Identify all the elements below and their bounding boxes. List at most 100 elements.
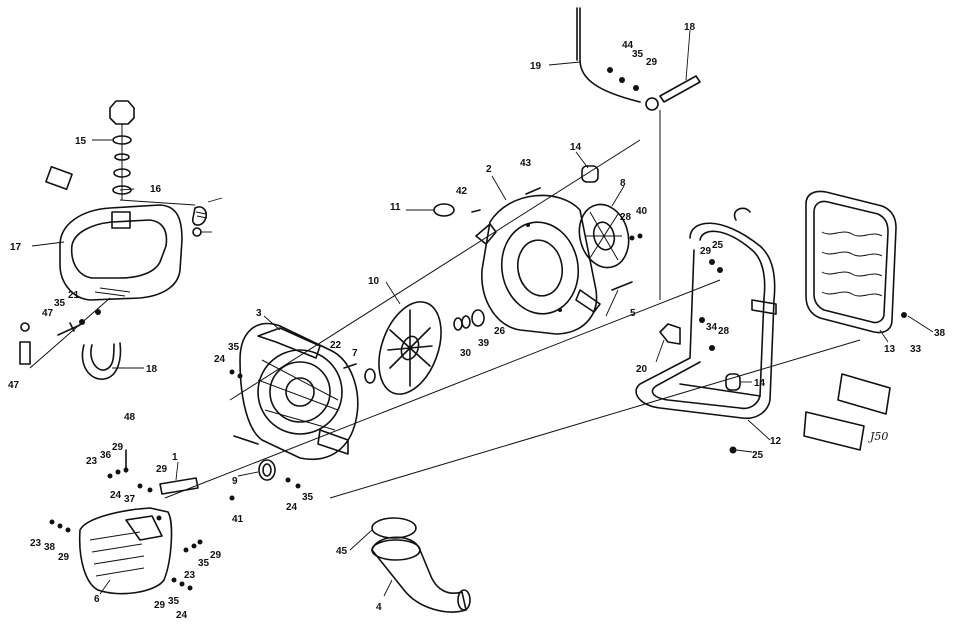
callout: 25 bbox=[712, 240, 724, 251]
callout: 38 bbox=[44, 542, 56, 553]
callout-leaders bbox=[31, 29, 934, 597]
label-a bbox=[837, 373, 891, 415]
callout: 29 bbox=[646, 57, 658, 68]
cap-gasket bbox=[112, 135, 132, 145]
callout: 11 bbox=[390, 202, 401, 213]
spacer-parts bbox=[453, 309, 485, 331]
callout: 29 bbox=[58, 552, 70, 563]
washer-7 bbox=[364, 368, 376, 384]
callout: 8 bbox=[620, 178, 626, 189]
fastener-dots bbox=[49, 369, 301, 591]
callout: 18 bbox=[146, 364, 158, 375]
callout: 14 bbox=[570, 142, 582, 153]
grommet-21 bbox=[659, 323, 681, 345]
callout: 18 bbox=[684, 22, 696, 33]
callout: 45 bbox=[336, 546, 348, 557]
callout: 24 bbox=[286, 502, 298, 513]
callout: 37 bbox=[124, 494, 136, 505]
misc-small-parts bbox=[433, 165, 643, 291]
blower-housing-3 bbox=[233, 322, 359, 460]
callout: 35 bbox=[168, 596, 180, 607]
callout: 40 bbox=[636, 206, 648, 217]
callout: 29 bbox=[700, 246, 712, 257]
callout: 5 bbox=[630, 308, 636, 319]
back-pad-13 bbox=[805, 190, 907, 334]
throttle-lever-19 bbox=[659, 75, 701, 103]
washer-30 bbox=[453, 317, 463, 331]
callout: 29 bbox=[156, 464, 168, 475]
screw-42 bbox=[57, 322, 81, 336]
spacer-36 bbox=[471, 309, 485, 327]
screw-39 bbox=[471, 209, 481, 213]
callout: 9 bbox=[232, 476, 238, 487]
callout: 28 bbox=[620, 212, 632, 223]
cap-filter bbox=[113, 168, 131, 178]
grommet-47 bbox=[20, 322, 30, 332]
fan-housing-2 bbox=[475, 194, 601, 335]
callout: 25 bbox=[752, 450, 764, 461]
bushing-14 bbox=[581, 165, 599, 183]
callout: 29 bbox=[112, 442, 124, 453]
screw-40 bbox=[525, 187, 541, 195]
fuel-cap bbox=[109, 100, 135, 125]
callout: 34 bbox=[706, 322, 718, 333]
handwritten-mark: J50 bbox=[868, 430, 888, 443]
fuel-cap-assembly bbox=[109, 100, 135, 200]
warning-labels: J50 bbox=[803, 373, 891, 451]
callout-numbers: 15 16 17 35 21 47 47 18 19 44 35 29 18 4… bbox=[8, 22, 946, 621]
callout: 22 bbox=[330, 340, 342, 351]
seal-and-shaft bbox=[258, 363, 376, 481]
callout: 26 bbox=[494, 326, 506, 337]
fuel-filter-44 bbox=[19, 341, 31, 365]
gasket-43 bbox=[371, 517, 417, 539]
muffler-cover-6 bbox=[78, 507, 173, 595]
callout: 24 bbox=[110, 490, 122, 501]
callout: 23 bbox=[184, 570, 196, 581]
callout: 3 bbox=[256, 308, 262, 319]
callout: 42 bbox=[456, 186, 468, 197]
callout: 36 bbox=[100, 450, 112, 461]
callout: 28 bbox=[718, 326, 730, 337]
callout: 12 bbox=[770, 436, 782, 447]
callout: 24 bbox=[176, 610, 188, 621]
callout: 4 bbox=[376, 602, 382, 613]
screw-5 bbox=[611, 281, 633, 291]
callout: 43 bbox=[520, 158, 532, 169]
callout: 23 bbox=[86, 456, 98, 467]
callout: 35 bbox=[632, 49, 644, 60]
callout: 16 bbox=[150, 184, 162, 195]
label-b bbox=[803, 411, 865, 451]
frame-hook bbox=[733, 207, 751, 221]
assembly-guide-lines bbox=[29, 110, 861, 499]
callout: 13 bbox=[884, 344, 896, 355]
tank-neck bbox=[111, 211, 131, 229]
primer-48 bbox=[191, 206, 208, 226]
callout: 48 bbox=[124, 412, 136, 423]
callout: 19 bbox=[530, 61, 542, 72]
fitting-49 bbox=[192, 227, 202, 237]
callout: 35 bbox=[54, 298, 66, 309]
cap-washer bbox=[114, 153, 130, 161]
starter-8 bbox=[578, 203, 630, 269]
frame-12 bbox=[635, 207, 777, 454]
callout: 41 bbox=[232, 514, 244, 525]
plug-11 bbox=[433, 203, 455, 217]
fuel-line-parts bbox=[19, 206, 208, 380]
screw-22b bbox=[343, 363, 357, 369]
callout: 20 bbox=[636, 364, 648, 375]
outlet-elbow-4 bbox=[371, 517, 471, 613]
callout: 21 bbox=[68, 290, 80, 301]
callout: 39 bbox=[478, 338, 490, 349]
callout: 24 bbox=[214, 354, 226, 365]
callout: 47 bbox=[8, 380, 20, 391]
callout: 30 bbox=[460, 348, 472, 359]
callout: 23 bbox=[30, 538, 42, 549]
callout: 47 bbox=[42, 308, 54, 319]
callout: 35 bbox=[302, 492, 314, 503]
impeller-10 bbox=[378, 301, 442, 395]
tank-label-46 bbox=[45, 165, 73, 191]
throttle-control bbox=[576, 7, 701, 111]
callout: 44 bbox=[622, 40, 634, 51]
